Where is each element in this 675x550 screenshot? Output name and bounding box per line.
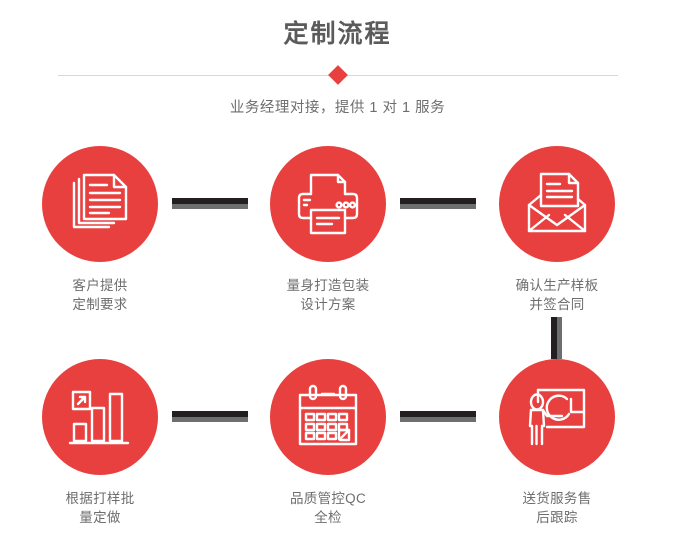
connector-bar-gray — [172, 204, 248, 209]
flow-step-5-label-line2: 全检 — [314, 510, 342, 525]
connector-step2-step3 — [400, 198, 476, 209]
page-title: 定制流程 — [283, 20, 392, 48]
flow-row-bottom: 根据打样批 量定做 — [0, 359, 675, 549]
connector-bar-gray — [557, 317, 562, 359]
connector-bar-gray — [400, 417, 476, 422]
flow-step-5-circle — [270, 359, 386, 475]
flow-step-1-label: 客户提供 定制要求 — [20, 276, 180, 314]
envelope-document-icon — [527, 172, 587, 233]
flow-step-2-label: 量身打造包装 设计方案 — [248, 276, 408, 314]
diamond-icon — [327, 65, 348, 85]
connector-bar-dark — [400, 411, 476, 417]
flow-step-4-circle — [42, 359, 158, 475]
presentation-person-icon — [528, 388, 586, 446]
connector-bar-gray — [400, 204, 476, 209]
flow-step-3-circle — [499, 146, 615, 262]
flow-step-6[interactable]: 送货服务售 后跟踪 — [477, 359, 637, 527]
connector-bar-dark — [400, 198, 476, 204]
flow-step-3-label-line1: 确认生产样板 — [515, 278, 599, 293]
connector-bar-gray — [172, 417, 248, 422]
flow-step-1-label-line2: 定制要求 — [72, 297, 128, 312]
flow-step-6-label: 送货服务售 后跟踪 — [477, 489, 637, 527]
section-header: 定制流程 业务经理对接，提供 1 对 1 服务 — [0, 0, 675, 118]
connector-bar-dark — [551, 317, 557, 359]
flow-row-top: 客户提供 定制要求 — [0, 146, 675, 359]
flow-step-3-label: 确认生产样板 并签合同 — [477, 276, 637, 314]
flow-step-5-label-line1: 品质管控QC — [289, 491, 367, 506]
calendar-icon — [298, 384, 358, 446]
flow-step-1-circle — [42, 146, 158, 262]
connector-step3-step6 — [551, 317, 562, 359]
flow-step-6-label-line1: 送货服务售 — [522, 491, 592, 506]
flow-step-2-label-line2: 设计方案 — [300, 297, 356, 312]
flow-step-2-circle — [270, 146, 386, 262]
connector-step5-step6 — [400, 411, 476, 422]
page-subtitle: 业务经理对接，提供 1 对 1 服务 — [229, 100, 446, 116]
printer-icon — [297, 173, 359, 235]
title-divider — [57, 65, 618, 85]
flow-step-1-label-line1: 客户提供 — [72, 278, 128, 293]
flow-step-4[interactable]: 根据打样批 量定做 — [20, 359, 180, 527]
flow-step-4-label-line2: 量定做 — [79, 510, 121, 525]
flow-step-1[interactable]: 客户提供 定制要求 — [20, 146, 180, 314]
flow-step-6-label-line2: 后跟踪 — [536, 510, 578, 525]
connector-bar-dark — [172, 198, 248, 204]
process-flow: 客户提供 定制要求 — [0, 146, 675, 550]
flow-step-2-label-line1: 量身打造包装 — [286, 278, 370, 293]
connector-bar-dark — [172, 411, 248, 417]
flow-step-4-label: 根据打样批 量定做 — [20, 489, 180, 527]
connector-step1-step2 — [172, 198, 248, 209]
flow-step-3[interactable]: 确认生产样板 并签合同 — [477, 146, 637, 314]
bar-chart-growth-icon — [68, 390, 130, 445]
flow-step-6-circle — [499, 359, 615, 475]
flow-step-5-label: 品质管控QC 全检 — [248, 489, 408, 527]
connector-step4-step5 — [172, 411, 248, 422]
flow-step-5[interactable]: 品质管控QC 全检 — [248, 359, 408, 527]
flow-step-2[interactable]: 量身打造包装 设计方案 — [248, 146, 408, 314]
flow-step-4-label-line1: 根据打样批 — [65, 491, 135, 506]
flow-step-3-label-line2: 并签合同 — [529, 297, 585, 312]
documents-stack-icon — [72, 173, 128, 229]
